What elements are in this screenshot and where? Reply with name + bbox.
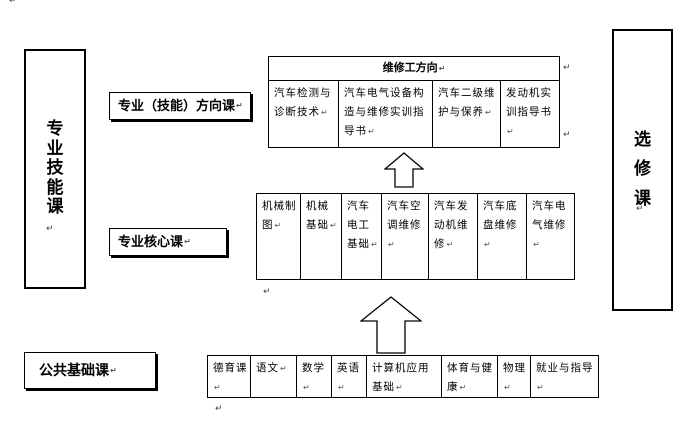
skill-course-char: 技 <box>46 158 64 179</box>
paragraph-mark: ↵ <box>110 365 117 375</box>
public-course-cell: 就业与指导↵ <box>530 355 599 398</box>
core-course-table: 机械制图↵ 机械基础↵ 汽车电工基础↵ 汽车空调维修↵ 汽车发动机维修↵ 汽车底… <box>256 193 575 280</box>
skill-course-char: 专 <box>46 119 64 140</box>
core-course-cell: 汽车底盘维修↵ <box>477 193 527 280</box>
elective-course-char: 修 <box>634 159 651 180</box>
skill-course-char: 能 <box>46 177 64 198</box>
paragraph-mark: ↵ <box>236 101 243 110</box>
public-course-cell: 计算机应用基础↵ <box>366 355 442 398</box>
direction-table-header: 维修工方向↵ <box>267 56 561 81</box>
core-course-cell: 汽车发动机维修↵ <box>428 193 478 280</box>
paragraph-mark: ↵ <box>636 204 644 214</box>
core-course-cell: 汽车电工基础↵ <box>341 193 382 280</box>
paragraph-mark: ↵ <box>563 63 571 73</box>
core-course-label: 专业核心课 ↵ <box>109 228 227 256</box>
elective-course-box: 选 修 课 <box>612 29 673 311</box>
skill-course-box: 专 业 技 能 课 <box>24 49 86 289</box>
core-course-cell: 汽车电气维修↵ <box>526 193 575 280</box>
public-course-table: 德育课↵ 语文↵ 数学↵ 英语↵ 计算机应用基础↵ 体育与健康↵ 物理↵ 就业与… <box>207 355 599 398</box>
core-course-cell: 机械基础↵ <box>300 193 342 280</box>
paragraph-mark: ↵ <box>215 404 223 414</box>
public-course-cell: 数学↵ <box>296 355 332 398</box>
direction-course-cell: 汽车检测与诊断技术↵ <box>268 80 339 148</box>
paragraph-mark: ↵ <box>46 224 54 234</box>
core-course-cell: 机械制图↵ <box>256 193 301 280</box>
elective-course-char: 选 <box>634 129 651 150</box>
core-course-cell: 汽车空调维修↵ <box>381 193 429 280</box>
direction-course-cell: 汽车二级维护与保养↵ <box>432 80 501 148</box>
public-course-cell: 德育课↵ <box>207 355 251 398</box>
public-course-label-text: 公共基础课 <box>39 362 109 379</box>
direction-course-cell: 汽车电气设备构造与维修实训指导书↵ <box>338 80 433 148</box>
skill-course-char: 课 <box>46 197 64 218</box>
core-course-label-text: 专业核心课 <box>118 234 184 250</box>
public-course-cell: 英语↵ <box>331 355 367 398</box>
paragraph-mark: ↵ <box>263 287 271 297</box>
elective-course-char: 课 <box>634 188 651 209</box>
public-course-cell: 语文↵ <box>250 355 297 398</box>
direction-course-label-text: 专业（技能）方向课 <box>118 98 236 114</box>
paragraph-mark: ↵ <box>184 237 191 246</box>
public-course-label: 公共基础课 ↵ <box>24 352 156 389</box>
public-course-cell: 物理↵ <box>497 355 531 398</box>
direction-course-cell: 发动机实训指导书↵ <box>499 80 561 148</box>
up-arrow-upper-icon <box>384 152 424 188</box>
paragraph-mark-top-left: ↵ <box>9 0 17 6</box>
direction-course-label: 专业（技能）方向课 ↵ <box>109 92 251 120</box>
paragraph-mark: ↵ <box>563 130 571 140</box>
direction-course-table: 维修工方向↵ 汽车检测与诊断技术↵ 汽车电气设备构造与维修实训指导书↵ 汽车二级… <box>267 56 561 148</box>
public-course-cell: 体育与健康↵ <box>441 355 498 398</box>
up-arrow-lower-icon <box>360 296 422 354</box>
skill-course-char: 业 <box>46 138 64 159</box>
